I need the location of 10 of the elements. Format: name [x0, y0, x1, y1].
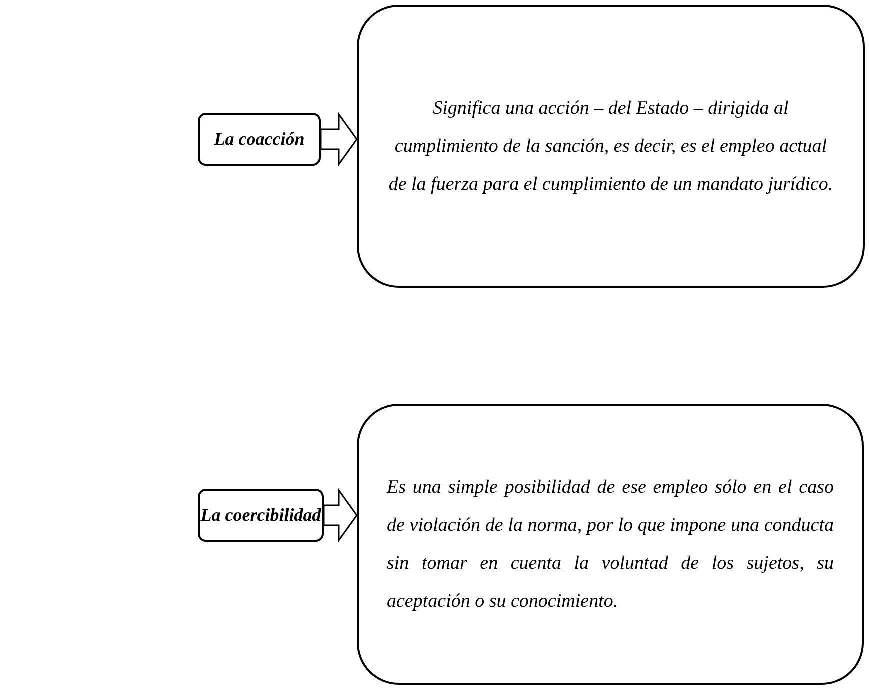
term-label: La coercibilidad — [200, 505, 322, 526]
term-box — [198, 489, 324, 542]
definition-box — [357, 404, 864, 685]
block-arrow — [323, 488, 358, 543]
definition-box — [357, 5, 865, 288]
term-label: La coacción — [214, 129, 305, 150]
term-box — [198, 113, 321, 166]
definition-text: Significa una acción – del Estado – dirigida al cumplimiento de la sanción, es decir, es el empleo actual de la fuerza para el cumplimiento de un mandato jurídico. — [388, 96, 834, 196]
definition-text: Es una simple posibilidad de ese empleo sólo en el caso de violación de la norma, por lo que impone una conducta sin tomar en cuenta la voluntad de los sujetos, su aceptación o su conocimiento. — [387, 476, 834, 614]
block-arrow — [320, 112, 358, 167]
